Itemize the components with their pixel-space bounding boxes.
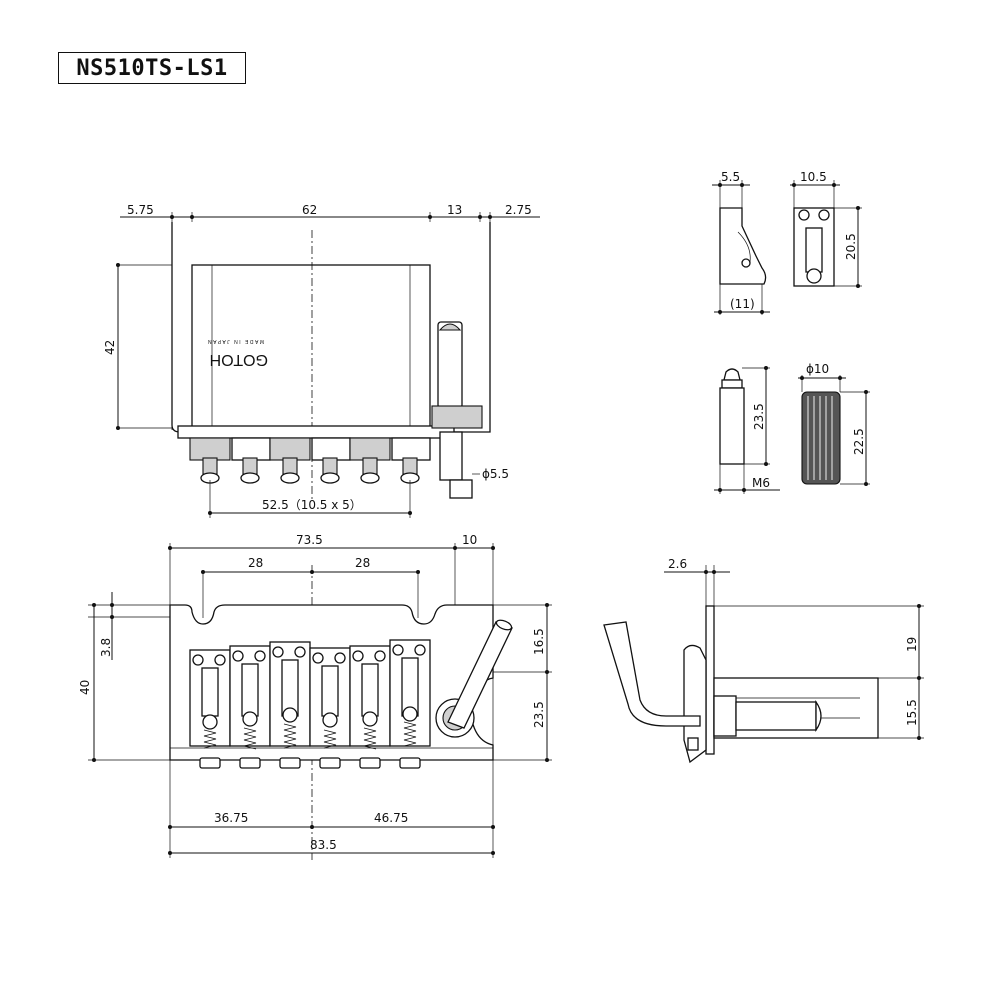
dim-15-5: 15.5 xyxy=(905,699,919,726)
dim-28-right: 28 xyxy=(355,556,370,570)
dim-23-5-arm: 23.5 xyxy=(752,403,766,430)
dim-phi-10: ϕ10 xyxy=(806,362,829,376)
dim-2-6: 2.6 xyxy=(668,557,687,571)
front-view: 73.5 10 28 28 40 3.8 16.5 23.5 xyxy=(78,533,552,860)
dim-phi-5-5: ϕ5.5 xyxy=(482,467,509,481)
dim-36-75: 36.75 xyxy=(214,811,248,825)
dim-5-5: 5.5 xyxy=(721,170,740,184)
dim-5-75: 5.75 xyxy=(127,203,154,217)
dim-23-5: 23.5 xyxy=(532,701,546,728)
dim-42: 42 xyxy=(103,340,117,355)
dim-20-5: 20.5 xyxy=(844,233,858,260)
side-view: 2.6 19 15.5 xyxy=(603,557,924,764)
saddle-detail: 5.5 (11) 10.5 20.5 xyxy=(712,170,862,315)
dim-62: 62 xyxy=(302,203,317,217)
dim-19: 19 xyxy=(905,637,919,652)
top-view: 5.75 62 13 2.75 42 GOTOH MADE IN JAPAN xyxy=(103,203,540,518)
dim-73-5: 73.5 xyxy=(296,533,323,547)
dim-83-5: 83.5 xyxy=(310,838,337,852)
dim-10-5: 10.5 xyxy=(800,170,827,184)
dim-40: 40 xyxy=(78,680,92,695)
dim-16-5: 16.5 xyxy=(532,628,546,655)
dim-52-5: 52.5（10.5 x 5） xyxy=(262,498,362,512)
dim-13: 13 xyxy=(447,203,462,217)
dim-22-5: 22.5 xyxy=(852,428,866,455)
model-title: NS510TS-LS1 xyxy=(76,55,228,81)
dim-2-75: 2.75 xyxy=(505,203,532,217)
arm-detail: 23.5 M6 ϕ10 22.5 xyxy=(714,362,870,494)
dim-46-75: 46.75 xyxy=(374,811,408,825)
dim-28-left: 28 xyxy=(248,556,263,570)
made-in-label: MADE IN JAPAN xyxy=(207,338,264,344)
dim-3-8: 3.8 xyxy=(99,638,113,657)
dim-10: 10 xyxy=(462,533,477,547)
brand-logo: GOTOH xyxy=(210,351,268,368)
dim-11-paren: (11) xyxy=(730,297,755,311)
dim-m6: M6 xyxy=(752,476,770,490)
model-title-box: NS510TS-LS1 xyxy=(58,52,246,84)
